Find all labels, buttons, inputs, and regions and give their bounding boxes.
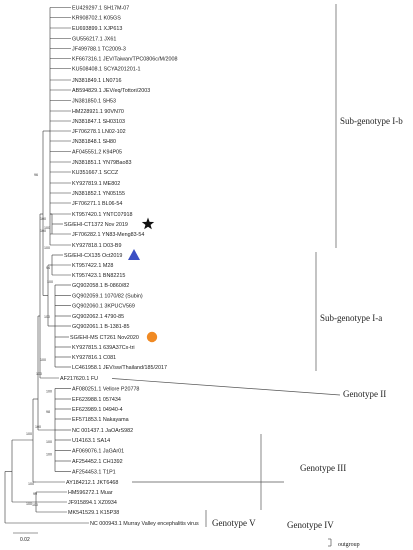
taxon-label: JN381850.1 SH53	[72, 99, 116, 105]
bootstrap-values: 1001001009410010010010010010098100100100…	[26, 173, 53, 507]
taxon-label: HM596272.1 Muar	[68, 490, 113, 496]
taxon-label: KU508408.1 SCYA201201-1	[72, 67, 141, 73]
taxon-label: AF254453.1 T1P1	[72, 470, 116, 476]
taxon-label: KT957420.1 YNTC07918	[72, 212, 132, 218]
taxon-label: SG/EHI-CX135 Oct2019	[64, 253, 122, 259]
taxon-label: GQ902061.1 B-1381-85	[72, 324, 130, 330]
bootstrap-label: 94	[46, 266, 50, 270]
group-label-genotype-iv: Genotype IV	[287, 520, 334, 530]
group-label-outgroup: outgroup	[338, 542, 360, 548]
taxon-label: JN381852.1 YN05155	[72, 191, 125, 197]
group-brackets	[111, 4, 341, 547]
bootstrap-label: 100	[44, 226, 50, 230]
taxon-label: JF706278.1 LN02-102	[72, 129, 126, 135]
taxon-label: NC 001437.1 JaOArS982	[72, 428, 133, 434]
bootstrap-label: 100	[46, 440, 52, 444]
taxon-label: JN381848.1 SH80	[72, 139, 116, 145]
bootstrap-label: 100	[40, 217, 46, 221]
taxon-label: SG/EHI-CT1372 Nov 2019	[64, 222, 128, 228]
taxon-label: KY927816.1 C081	[72, 355, 116, 361]
scale-bar-label: 0.02	[20, 537, 30, 543]
group-label-subgenotype-ib: Sub-genotype I-b	[340, 116, 403, 126]
taxon-label: JF706271.1 BL06-54	[72, 201, 122, 207]
leader-genotype-ii	[111, 378, 341, 396]
bootstrap-label: 100	[26, 432, 32, 436]
bootstrap-label: 100	[35, 425, 41, 429]
taxon-label: GQ902059.1 1070/82 (Subin)	[72, 294, 143, 300]
taxon-label: EU693899.1 XJP613	[72, 26, 122, 32]
group-label-genotype-iii: Genotype III	[300, 463, 346, 473]
taxon-label: AF254452.1 CH1392	[72, 459, 123, 465]
bootstrap-label: 100	[46, 453, 52, 457]
bootstrap-label: 100	[28, 482, 34, 486]
taxon-label: AF069076.1 JaGAr01	[72, 449, 124, 455]
taxon-label: JN381851.1 YN79Bao83	[72, 160, 132, 166]
taxon-label: KR908702.1 K05GS	[72, 16, 121, 22]
bootstrap-label: 100	[26, 502, 32, 506]
tree-branches	[4, 7, 89, 524]
taxon-label: MK541529.1 K15P38	[68, 510, 119, 516]
taxon-label: KT957423.1 BN82215	[72, 273, 125, 279]
taxon-label: KY927818.1 D03-B9	[72, 243, 121, 249]
taxon-label: JF915894.1 XZ0934	[68, 500, 117, 506]
group-label-genotype-v: Genotype V	[212, 518, 256, 528]
taxon-label: LC461958.1 JEV/sw/Thailand/185/2017	[72, 365, 167, 371]
taxon-label: AF080251.1 Vellore P20778	[72, 387, 139, 393]
star-marker-icon	[141, 217, 155, 230]
taxon-label: EF623989.1 04940-4	[72, 407, 123, 413]
taxon-label: NC 000943.1 Murray Valley encephalitis v…	[90, 521, 199, 527]
taxon-label: EU429297.1 SH17M-07	[72, 6, 129, 12]
bootstrap-label: 100	[44, 246, 50, 250]
group-label-genotype-ii: Genotype II	[343, 389, 386, 399]
taxon-label: JN381847.1 SH03103	[72, 119, 125, 125]
bootstrap-label: 100	[32, 503, 38, 507]
taxon-label: AF045551.2 K94P05	[72, 150, 122, 156]
taxon-label: U14163.1 SA14	[72, 438, 110, 444]
taxon-label: JF706282.1 YN83-Meng83-54	[72, 232, 144, 238]
triangle-marker-icon	[128, 249, 140, 260]
taxon-label: KY927819.1 ME802	[72, 181, 120, 187]
taxon-label: AY184212.1 JKT6468	[66, 480, 118, 486]
taxon-label: JF499788.1 TC2009-3	[72, 47, 126, 53]
taxon-label: KT957422.1 M28	[72, 263, 113, 269]
taxon-label: GQ902062.1 4790-85	[72, 314, 124, 320]
taxon-label: SG/EHI-MS CT261 Nov2020	[70, 335, 139, 341]
taxon-label: KF667316.1 JEV/Taiwan/TPC0806c/M/2008	[72, 57, 177, 63]
taxon-label: KY927815.1 639A37Cx-tri	[72, 345, 135, 351]
taxon-label: EF623988.1 057434	[72, 397, 121, 403]
taxon-label: JN381849.1 LN0716	[72, 78, 121, 84]
bootstrap-label: 100	[36, 372, 42, 376]
bootstrap-label: 100	[44, 315, 50, 319]
bootstrap-label: 98	[46, 410, 50, 414]
taxon-label: GQ902058.1 B-0860/82	[72, 283, 129, 289]
circle-marker-icon	[146, 331, 158, 343]
taxon-label: HM228921.1 90VN70	[72, 109, 124, 115]
taxon-label: GU556217.1 JX61	[72, 37, 116, 43]
taxon-label: KU351667.1 SCCZ	[72, 170, 119, 176]
bootstrap-label: 100	[46, 390, 52, 394]
bootstrap-label: 100	[40, 229, 46, 233]
taxon-label: GQ902060.1 3KPUCV569	[72, 304, 135, 310]
taxon-label: AF217620.1 FU	[60, 376, 98, 382]
taxon-label: EF571853.1 Nakayama	[72, 417, 129, 423]
bootstrap-label: 100	[40, 358, 46, 362]
sample-markers	[128, 217, 158, 343]
taxon-label: AB594829.1 JEV/eq/Tottori/2003	[72, 88, 150, 94]
group-label-subgenotype-ia: Sub-genotype I-a	[320, 313, 382, 323]
bootstrap-label: 100	[47, 280, 53, 284]
bootstrap-label: 99	[33, 492, 37, 496]
bootstrap-label: 96	[34, 173, 38, 177]
